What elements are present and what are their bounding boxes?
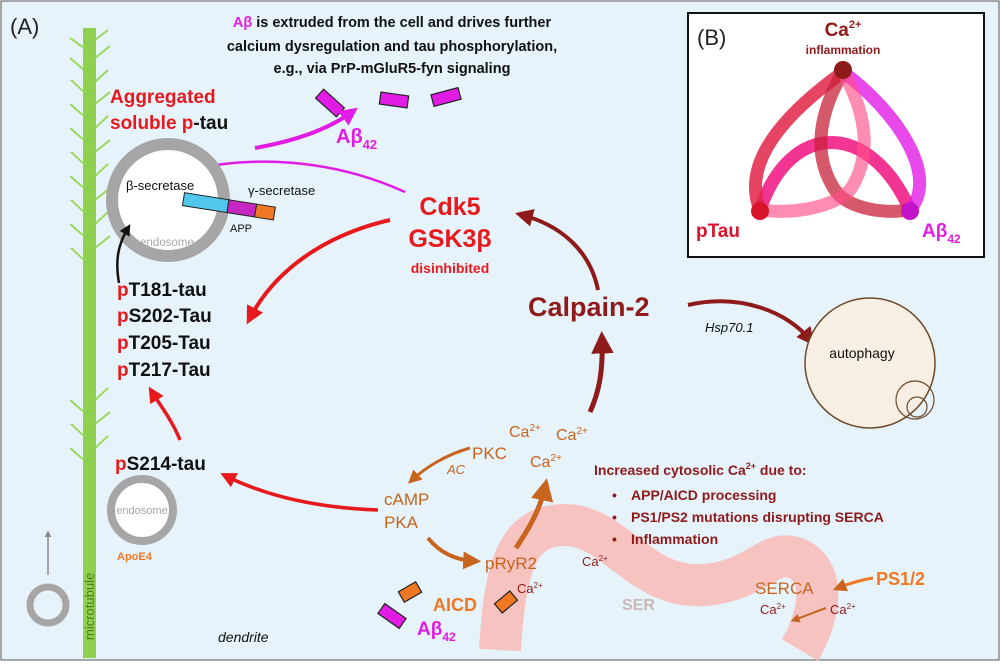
microtubule: microtubule <box>69 28 111 658</box>
cytosolic-bullet: • <box>612 509 617 525</box>
aggregated-line2: soluble p-tau <box>110 113 228 134</box>
ps12-to-serca-arrow <box>832 576 874 592</box>
ser-membrane <box>479 503 839 661</box>
gsk3b-label: GSK3β <box>408 225 491 253</box>
cdk5-label: Cdk5 <box>419 193 480 221</box>
ca-pkc-1: Ca2+ <box>509 423 541 441</box>
loop-inner-right <box>753 65 871 218</box>
serca-label: SERCA <box>755 579 814 598</box>
node-abeta <box>901 202 919 220</box>
ca-ser-1: Ca2+ <box>582 554 608 569</box>
panel-a-label: (A) <box>10 14 39 39</box>
panel-b-inflammation: inflammation <box>806 43 881 57</box>
autophagy-label: autophagy <box>829 345 894 361</box>
calpium-rise-arrow <box>587 331 614 414</box>
hsp-label: Hsp70.1 <box>705 320 753 335</box>
cytosolic-item: PS1/PS2 mutations disrupting SERCA <box>631 509 884 525</box>
panel-b-abeta42: Aβ42 <box>922 221 961 246</box>
ca-serca-1: Ca2+ <box>760 602 786 617</box>
abeta42-top-label: Aβ42 <box>336 126 377 152</box>
tau-to-endosome-arrow <box>116 224 131 284</box>
calpain-label: Calpain-2 <box>528 292 650 322</box>
vesicle-circle <box>26 583 70 627</box>
autophagosome-inner <box>895 380 935 420</box>
loop-inner-left <box>814 65 917 218</box>
panel-b-label: (B) <box>697 25 726 50</box>
ca-pkc-3: Ca2+ <box>530 453 562 471</box>
ac-label: AC <box>446 462 466 477</box>
pryr2-label: pRyR2 <box>485 554 537 573</box>
apoe4-label: ApoE4 <box>117 551 153 563</box>
beta-secretase-label: β-secretase <box>126 178 194 193</box>
camp-label: cAMP <box>384 490 429 509</box>
panel-b-ptau: pTau <box>696 221 740 242</box>
abeta-fragments-top <box>314 86 462 118</box>
dendrite-label: dendrite <box>218 629 269 645</box>
autophagosome-inner-small <box>906 396 928 418</box>
aicd-label: AICD <box>433 595 477 615</box>
disinhibited-label: disinhibited <box>411 260 490 276</box>
abeta-note-line3: e.g., via PrP-mGluR5-fyn signaling <box>274 61 511 77</box>
ptau-item: pT181-tau <box>117 280 207 301</box>
pryr2-ca-release-arrow <box>513 478 554 550</box>
loop-ptau-abeta <box>753 136 917 217</box>
cytosolic-bullet: • <box>612 531 617 547</box>
panel-b: (B) Ca2+ inflammation pTau Aβ42 <box>687 12 985 258</box>
cytosolic-list: • APP/AICD processing • PS1/PS2 mutation… <box>612 487 884 547</box>
pka-label: PKA <box>384 513 419 532</box>
cytosolic-title: Increased cytosolic Ca2+ due to: <box>594 461 807 478</box>
node-ca <box>834 61 852 79</box>
cytosolic-item: APP/AICD processing <box>631 487 776 503</box>
ca-serca-2: Ca2+ <box>830 602 856 617</box>
endosome-top-label: endosome <box>140 237 194 249</box>
app-protein <box>181 192 276 221</box>
pkc-label: PKC <box>472 444 507 463</box>
kinase-phosphorylation-arrow <box>246 218 391 325</box>
abeta-extrusion-arrow <box>254 107 358 150</box>
ptau-item: pT205-Tau <box>117 333 211 354</box>
ps214-label: pS214-tau <box>115 454 206 475</box>
ptau-item: pS202-Tau <box>117 306 212 327</box>
ca-pkc-2: Ca2+ <box>556 426 588 444</box>
aicd-fragments <box>377 580 519 630</box>
node-ptau <box>751 202 769 220</box>
microtubule-label: microtubule <box>82 573 97 640</box>
abeta-note-abeta: Aβ <box>233 15 252 31</box>
abeta42-bottom-label: Aβ42 <box>417 619 456 644</box>
ps214-to-ptau-arrow <box>148 386 182 441</box>
ptau-list: pT181-tau pS202-Tau pT205-Tau pT217-Tau <box>117 280 212 381</box>
pka-to-pryr2-arrow <box>426 536 482 570</box>
pka-to-ps214-arrow <box>220 473 379 512</box>
abeta-note-line1: Aβ is extruded from the cell and drives … <box>233 15 552 31</box>
cytosolic-bullet: • <box>612 487 617 503</box>
aggregated-label: Aggregated <box>110 87 216 108</box>
loop-ca-abeta <box>836 65 927 217</box>
autophagosome <box>804 297 936 429</box>
ps12-label: PS1/2 <box>876 569 925 589</box>
loop-ca-ptau <box>749 65 850 217</box>
ptau-item: pT217-Tau <box>117 360 211 381</box>
gamma-secretase-label: γ-secretase <box>248 183 315 198</box>
cytosol-to-ser-arrow <box>790 607 827 623</box>
pkc-to-camp-arrow <box>408 446 471 484</box>
endosome-bottom <box>107 475 177 545</box>
panel-b-box <box>687 12 985 258</box>
ser-label: SER <box>622 597 655 614</box>
endosome-bottom-label: endosome <box>116 505 167 517</box>
panel-b-ca: Ca2+ <box>825 19 862 41</box>
abeta-note-line2: calcium dysregulation and tau phosphoryl… <box>227 39 557 55</box>
ca-aicd: Ca2+ <box>517 581 543 596</box>
calpain-to-kinase-arrow <box>515 209 600 291</box>
cytosolic-item: Inflammation <box>631 531 718 547</box>
app-label: APP <box>230 223 252 235</box>
calpain-to-autophagy-arrow <box>687 299 815 346</box>
